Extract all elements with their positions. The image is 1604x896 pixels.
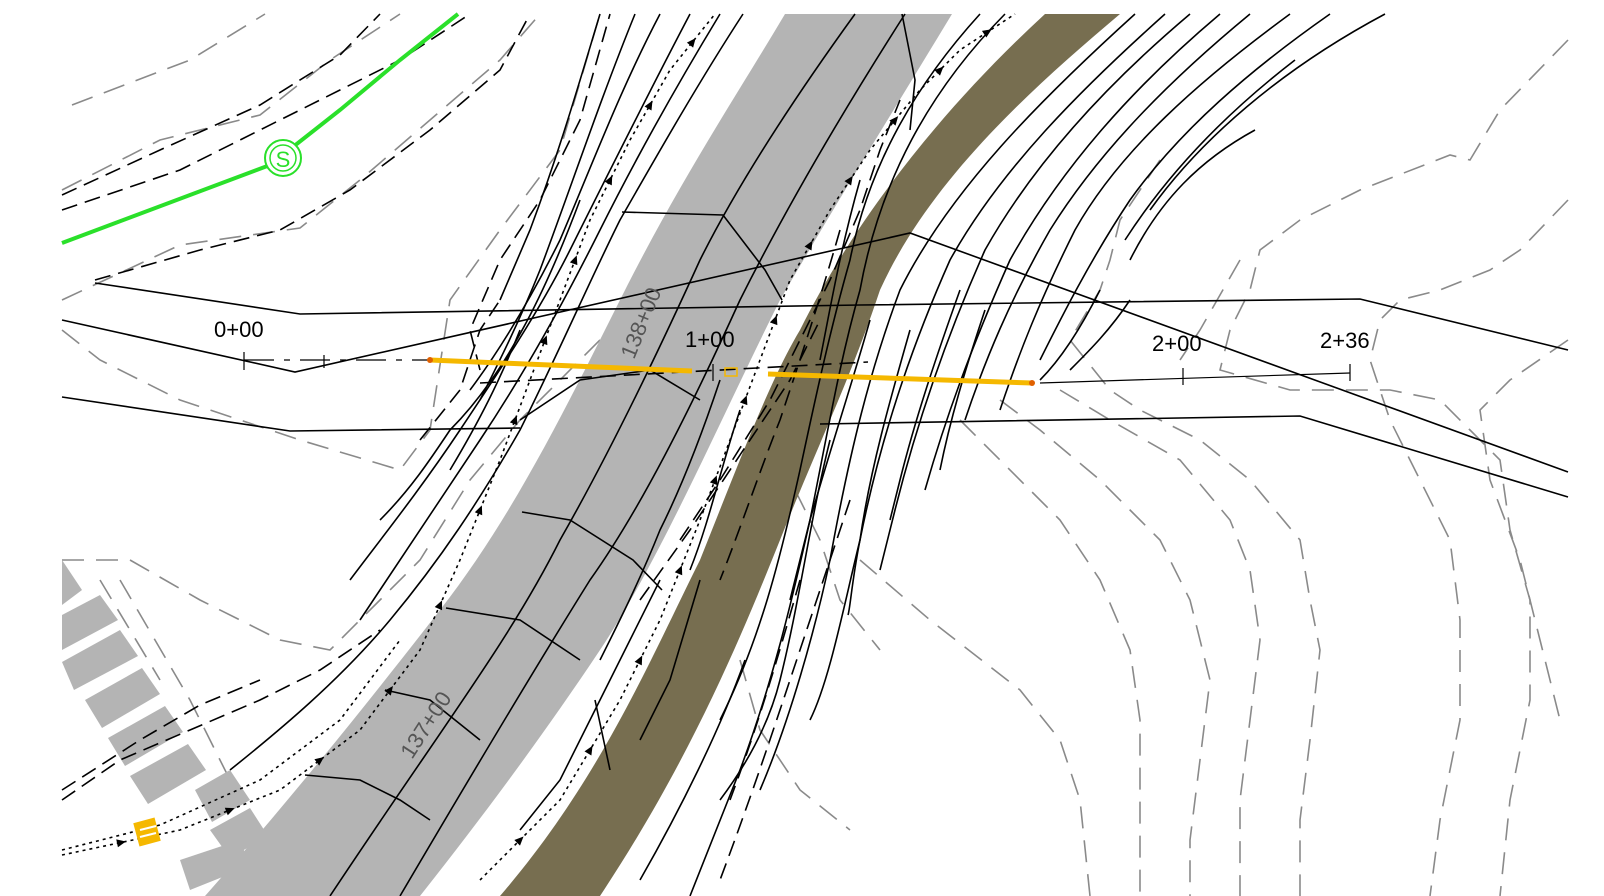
flow-arrowhead <box>569 255 578 266</box>
flow-arrowhead <box>116 839 126 848</box>
flow-arrowhead <box>584 745 593 756</box>
flow-arrowhead <box>314 757 325 766</box>
flow-arrowhead <box>514 836 524 846</box>
cross-section-line[interactable] <box>427 357 1035 386</box>
crosswalk-stripe <box>62 560 82 605</box>
crosswalk-stripe <box>180 840 250 890</box>
marker-symbol: S <box>276 147 291 172</box>
flow-arrowhead <box>634 655 643 666</box>
flow-arrowhead <box>509 415 518 426</box>
utility-line <box>61 12 460 245</box>
crosswalk-stripe <box>85 668 160 728</box>
flow-arrowheads <box>116 29 992 848</box>
proposed-dashed-contours <box>61 13 901 881</box>
station-label-2: 2+00 <box>1152 331 1202 356</box>
crosswalk-stripe <box>130 744 206 804</box>
flow-lines <box>61 13 1016 881</box>
proposed-contours-left <box>229 13 744 831</box>
station-labels: 0+00 1+00 2+00 2+36 <box>214 317 1370 356</box>
crosswalk-stripe <box>62 630 138 690</box>
flow-arrowhead <box>224 807 235 816</box>
flow-arrowhead <box>674 565 683 576</box>
station-label-1: 1+00 <box>685 327 735 352</box>
flow-arrowhead <box>434 600 443 611</box>
flow-arrowhead <box>604 175 613 186</box>
profile-outline-lines <box>61 232 1569 498</box>
flow-arrowhead <box>804 240 813 251</box>
flow-arrowhead <box>769 315 778 326</box>
station-label-3: 2+36 <box>1320 328 1370 353</box>
flow-arrowhead <box>644 100 653 111</box>
flow-arrowhead <box>934 66 944 76</box>
flow-arrowhead <box>709 475 718 486</box>
station-label-0: 0+00 <box>214 317 264 342</box>
flow-arrowhead <box>686 38 696 48</box>
proposed-contours <box>639 13 1386 896</box>
flow-arrowhead <box>539 335 548 346</box>
existing-contours-right <box>739 39 1569 896</box>
flow-arrowhead <box>384 685 393 696</box>
crosswalk-stripes <box>62 560 268 890</box>
sewer-manhole-icon[interactable]: S <box>264 139 302 177</box>
road-lane-lines <box>329 13 916 896</box>
section-baseline <box>243 352 1351 385</box>
drainage-channel <box>500 14 1120 896</box>
crosswalk-stripe <box>62 595 118 650</box>
flow-arrowhead <box>889 116 899 126</box>
flow-arrowhead <box>474 505 483 516</box>
flow-arrowhead <box>844 175 853 186</box>
catch-basin-icon[interactable] <box>133 817 161 847</box>
road-pavement <box>205 14 952 896</box>
flow-arrowhead <box>981 29 992 38</box>
flow-arrowhead <box>739 395 748 406</box>
